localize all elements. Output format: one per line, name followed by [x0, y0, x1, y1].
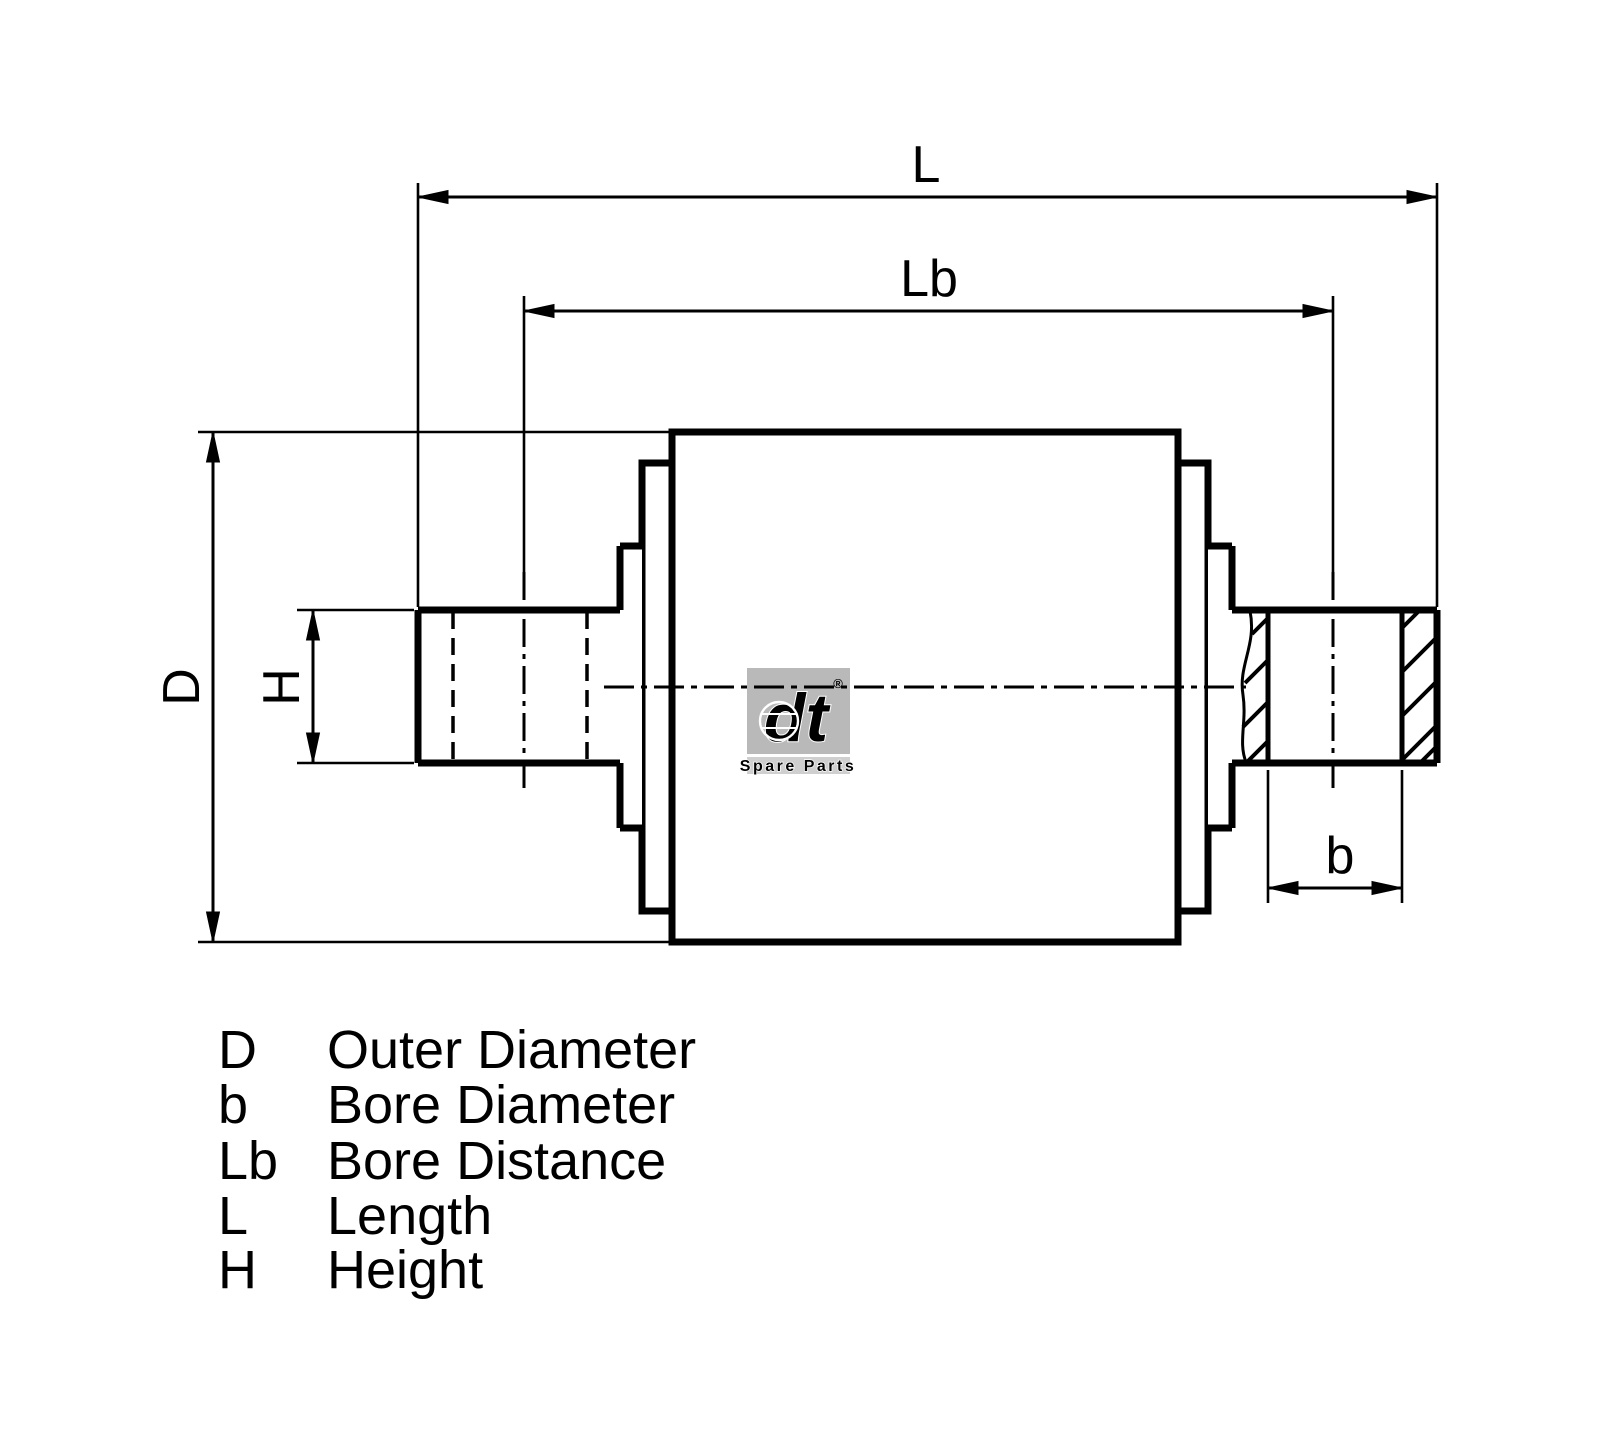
dimension-Lb: Lb: [522, 250, 1335, 572]
legend-row: b Bore Diameter: [218, 1075, 675, 1135]
label-H: H: [253, 668, 311, 706]
label-D: D: [153, 668, 211, 706]
legend-description: Outer Diameter: [327, 1020, 696, 1080]
hatching-right: [1400, 610, 1439, 765]
legend: D Outer Diameter b Bore Diameter Lb Bore…: [218, 1020, 696, 1300]
legend-description: Height: [327, 1240, 483, 1300]
watermark-globe: [758, 700, 800, 742]
center-lines: [522, 572, 1335, 792]
legend-symbol: b: [218, 1075, 248, 1135]
watermark-subtitle: Spare Parts: [740, 758, 856, 775]
legend-row: Lb Bore Distance: [218, 1131, 666, 1191]
right-stub-section: [1240, 610, 1439, 765]
legend-symbol: Lb: [218, 1131, 278, 1191]
legend-row: H Height: [218, 1240, 483, 1300]
watermark-registered-mark: ®: [833, 676, 843, 691]
left-stub: [414, 606, 620, 767]
dimension-H: H: [253, 608, 414, 765]
label-L: L: [912, 136, 941, 194]
legend-description: Length: [327, 1186, 492, 1246]
label-Lb: Lb: [900, 250, 958, 308]
legend-row: L Length: [218, 1186, 492, 1246]
legend-row: D Outer Diameter: [218, 1020, 696, 1080]
legend-symbol: H: [218, 1240, 257, 1300]
watermark: dt ® Spare Parts: [739, 668, 856, 776]
legend-description: Bore Distance: [327, 1131, 666, 1191]
break-line: [1240, 610, 1253, 763]
legend-symbol: L: [218, 1186, 248, 1246]
dimension-D: D: [153, 430, 672, 944]
watermark-subtitle-strip: [747, 757, 850, 774]
dimension-b: b: [1266, 770, 1404, 903]
hatching-left: [1241, 616, 1270, 764]
dimension-L: L: [416, 136, 1439, 607]
label-b: b: [1326, 827, 1355, 885]
legend-symbol: D: [218, 1020, 257, 1080]
legend-description: Bore Diameter: [327, 1075, 675, 1135]
